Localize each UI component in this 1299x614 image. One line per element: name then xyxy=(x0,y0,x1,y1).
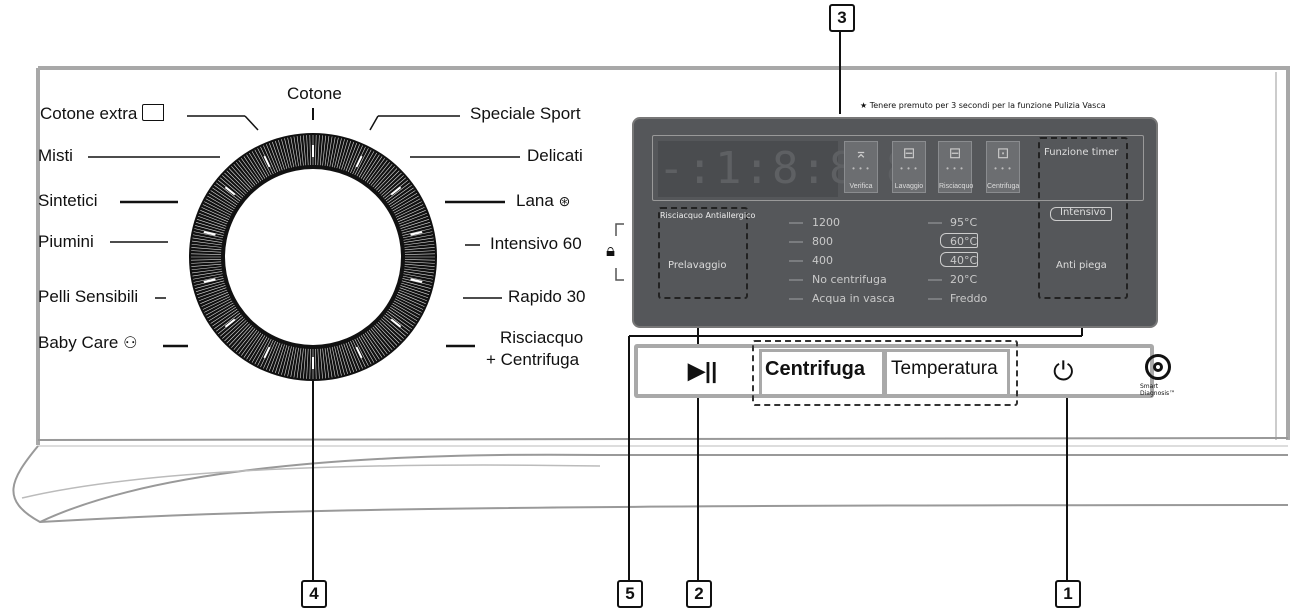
temp-option: 40°C xyxy=(950,254,978,267)
dial-position-mark xyxy=(355,155,363,168)
program-rapido-30: Rapido 30 xyxy=(508,287,586,306)
program-sintetici: Sintetici xyxy=(38,191,98,210)
callout-2: 2 xyxy=(686,580,712,608)
icon-lavaggio: ⊟• • •Lavaggio xyxy=(892,141,926,193)
dial-position-mark xyxy=(390,186,402,196)
child-lock-bracket xyxy=(615,223,624,281)
temp-option: Freddo xyxy=(950,292,988,305)
icon-centrifuga: ⊡• • •Centrifuga xyxy=(986,141,1020,193)
dial-position-mark xyxy=(224,186,236,196)
dial-position-mark xyxy=(203,231,216,236)
icon-risciacquo: ⊟• • •Risciacquo xyxy=(938,141,973,193)
display-frame xyxy=(652,135,1144,201)
dial-position-mark xyxy=(203,278,216,283)
dial-position-mark xyxy=(355,346,363,359)
digit-display: -:1:8:8:8 xyxy=(658,141,912,197)
program-speciale-sport: Speciale Sport xyxy=(470,104,581,123)
program-cotone-extra: Cotone extra xyxy=(40,104,165,124)
callout-3: 3 xyxy=(829,4,855,32)
prelavaggio-button[interactable]: Prelavaggio xyxy=(668,260,727,271)
dial-position-mark xyxy=(263,155,271,168)
dial-position-mark xyxy=(410,231,423,236)
dial-position-mark xyxy=(390,318,402,328)
spin-icon: ⊡ xyxy=(996,145,1010,162)
funzione-timer-label: Funzione timer xyxy=(1044,147,1119,158)
program-centrifuga-plus: + Centrifuga xyxy=(486,350,580,369)
prewash-group xyxy=(658,207,748,299)
program-misti: Misti xyxy=(38,146,73,165)
spin-option: 1200 xyxy=(812,216,840,229)
risciacquo-antiallergico-label: Risciacquo Antiallergico xyxy=(660,211,756,220)
program-baby-care: Baby Care ⚇ xyxy=(38,333,138,352)
power-button[interactable]: ⏻ xyxy=(1053,356,1074,386)
callout-5: 5 xyxy=(617,580,643,608)
temperatura-label: Temperatura xyxy=(891,358,998,379)
program-lana: Lana ⊛ xyxy=(516,191,571,210)
rinse-icon: ⊟ xyxy=(948,145,962,162)
smart-diagnosis-label: Smart Diagnosis™ xyxy=(1140,383,1176,397)
program-risciacquo: Risciacquo xyxy=(500,328,584,347)
program-dial[interactable] xyxy=(188,132,438,382)
square-icon xyxy=(142,104,165,121)
play-pause-button[interactable]: ▶|| xyxy=(688,358,718,383)
anti-piega-button[interactable]: Anti piega xyxy=(1056,260,1107,271)
temperatura-button[interactable] xyxy=(884,349,1010,397)
temp-option: 95°C xyxy=(950,216,978,229)
spin-option: Acqua in vasca xyxy=(812,292,895,305)
smart-diagnosis-icon xyxy=(1145,354,1171,380)
verify-icon: ⌅ xyxy=(854,145,868,162)
wash-icon: ⊟ xyxy=(902,145,916,162)
option-buttons-group xyxy=(752,340,1018,406)
callout-1: 1 xyxy=(1055,580,1081,608)
program-piumini: Piumini xyxy=(38,232,94,251)
spin-option: 400 xyxy=(812,254,833,267)
program-intensivo-60: Intensivo 60 xyxy=(490,234,582,253)
program-delicati: Delicati xyxy=(527,146,583,165)
centrifuga-button[interactable] xyxy=(759,349,885,397)
callout-4: 4 xyxy=(301,580,327,608)
icon-verifica: ⌅• • •Verifica xyxy=(844,141,878,193)
intensivo-indicator xyxy=(1050,207,1112,221)
spin-option: No centrifuga xyxy=(812,273,887,286)
centrifuga-label: Centrifuga xyxy=(765,358,865,380)
temp-option: 20°C xyxy=(950,273,978,286)
child-lock-icon: 🔒︎ xyxy=(606,241,616,260)
dial-position-mark xyxy=(224,318,236,328)
wool-icon: ⊛ xyxy=(558,193,571,209)
dial-position-mark xyxy=(263,346,271,359)
display-panel: -:1:8:8:8 ⌅• • •Verifica ⊟• • •Lavaggio … xyxy=(632,117,1158,328)
tub-clean-note: ★ Tenere premuto per 3 secondi per la fu… xyxy=(860,101,1106,110)
program-cotone: Cotone xyxy=(287,84,342,103)
baby-shirt-icon: ⚇ xyxy=(123,335,138,352)
dial-position-mark xyxy=(410,278,423,283)
program-pelli-sensibili: Pelli Sensibili xyxy=(38,287,139,306)
spin-option: 800 xyxy=(812,235,833,248)
intensivo-label: Intensivo xyxy=(1060,207,1106,218)
temp-option: 60°C xyxy=(950,235,978,248)
timer-group xyxy=(1038,137,1128,299)
